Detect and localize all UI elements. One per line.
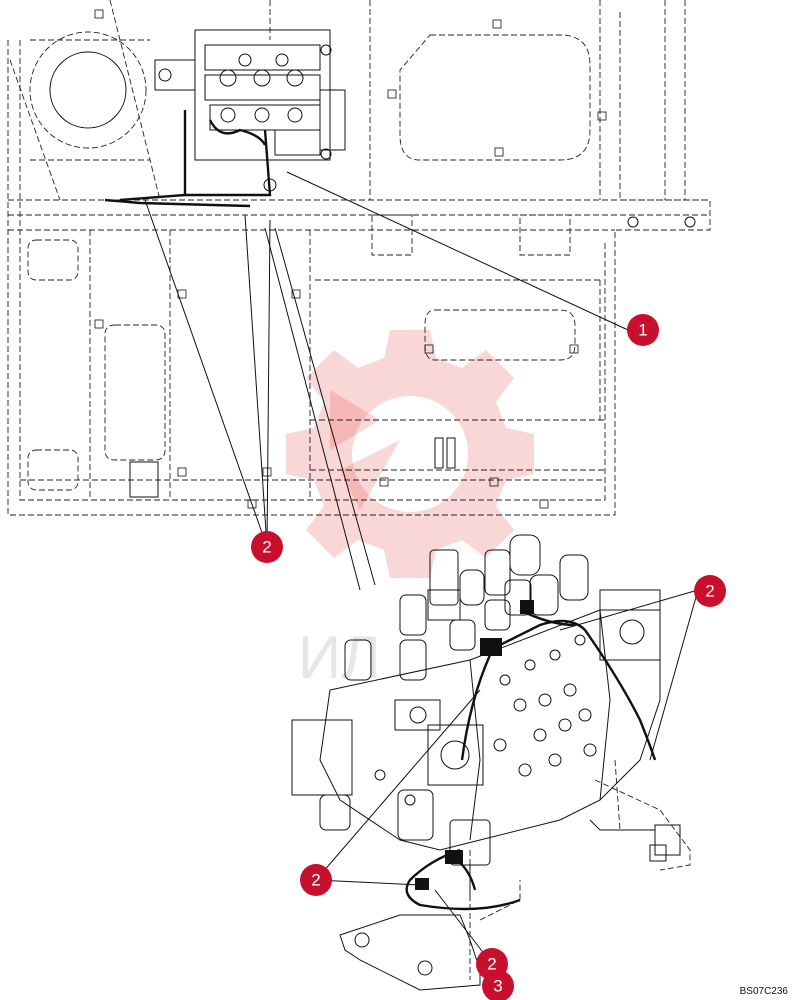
svg-text:3: 3: [493, 977, 502, 996]
callout-3[interactable]: 3: [482, 970, 514, 1000]
callout-2-left[interactable]: 2: [300, 864, 332, 896]
svg-text:ИЛ: ИЛ: [298, 624, 381, 691]
upper-control-valve: [104, 29, 346, 208]
svg-text:2: 2: [705, 582, 714, 601]
watermark-text: ИЛ: [298, 624, 381, 691]
callout-2-upper[interactable]: 2: [251, 531, 283, 563]
leader-lines: [144, 171, 699, 965]
svg-text:2: 2: [311, 871, 320, 890]
main-control-valve: [291, 534, 661, 911]
bolt-marks: [94, 9, 607, 509]
svg-text:1: 1: [638, 321, 647, 340]
watermark-gear-logo: [286, 330, 534, 578]
svg-text:2: 2: [262, 538, 271, 557]
lower-frame: [339, 759, 691, 991]
drawing-code: BS07C236: [739, 986, 788, 997]
callout-2-right[interactable]: 2: [694, 575, 726, 607]
svg-text:2: 2: [487, 955, 496, 974]
callout-1[interactable]: 1: [627, 314, 659, 346]
upper-frame: [7, 0, 711, 516]
